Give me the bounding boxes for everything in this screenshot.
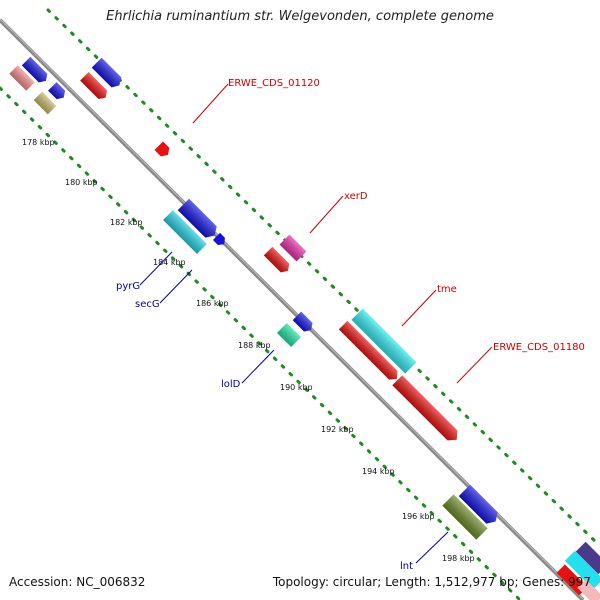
gene-label-xerd[interactable]: xerD <box>344 191 368 202</box>
gene-feature[interactable] <box>21 56 50 85</box>
kbp-tick-label: 188 kbp <box>238 341 271 350</box>
gene-feature[interactable] <box>458 484 501 527</box>
kbp-tick-label: 186 kbp <box>196 299 229 308</box>
gene-label-lold[interactable]: lolD <box>221 379 241 390</box>
kbp-tick-label: 184 kbp <box>153 258 186 267</box>
kbp-tick-labels: 178 kbp 180 kbp 182 kbp 184 kbp 186 kbp … <box>22 138 475 563</box>
gene-feature[interactable] <box>564 550 600 590</box>
gene-feature[interactable] <box>212 232 228 248</box>
gene-feature[interactable] <box>577 579 600 600</box>
gene-feature[interactable] <box>351 308 417 374</box>
gene-feature[interactable] <box>80 72 110 102</box>
callout-lines <box>139 83 493 564</box>
gene-feature[interactable] <box>292 311 316 335</box>
gene-label-erwe-cds-01120[interactable]: ERWE_CDS_01120 <box>228 78 320 89</box>
gene-features <box>9 56 600 600</box>
kbp-tick-label: 180 kbp <box>65 178 98 187</box>
map-title: Ehrlichia ruminantium str. Welgevonden, … <box>106 9 494 24</box>
kbp-tick-label: 196 kbp <box>402 512 435 521</box>
kbp-tick-label: 190 kbp <box>280 383 313 392</box>
tick-track-inner <box>0 86 522 600</box>
kbp-tick-label: 192 kbp <box>321 425 354 434</box>
kbp-tick-label: 182 kbp <box>110 218 143 227</box>
gene-feature[interactable] <box>392 375 461 444</box>
kbp-tick-label: 198 kbp <box>442 554 475 563</box>
kbp-tick-label: 194 kbp <box>362 467 395 476</box>
kbp-tick-label: 178 kbp <box>22 138 55 147</box>
gene-feature[interactable] <box>33 91 57 115</box>
gene-labels: ERWE_CDS_01120 xerD tme ERWE_CDS_01180 p… <box>116 78 585 572</box>
accession-text: Accession: NC_006832 <box>9 575 146 589</box>
gene-label-erwe-cds-01180[interactable]: ERWE_CDS_01180 <box>493 342 585 353</box>
gene-feature[interactable] <box>9 65 35 91</box>
gene-feature[interactable] <box>338 320 401 383</box>
gene-feature[interactable] <box>575 541 600 575</box>
gene-feature[interactable] <box>91 57 125 91</box>
gene-feature[interactable] <box>163 210 207 254</box>
gene-label-lnt[interactable]: lnt <box>400 561 413 572</box>
gene-feature[interactable] <box>154 141 173 160</box>
gene-feature[interactable] <box>442 494 488 540</box>
gene-feature[interactable] <box>276 322 302 348</box>
gene-feature[interactable] <box>279 234 307 262</box>
gene-feature[interactable] <box>263 246 292 275</box>
gene-label-pyrg[interactable]: pyrG <box>116 281 140 292</box>
gene-label-secg[interactable]: secG <box>135 299 160 310</box>
topology-summary: Topology: circular; Length: 1,512,977 bp… <box>272 575 591 589</box>
tick-track-outer <box>46 8 600 548</box>
gene-label-tme[interactable]: tme <box>437 284 457 295</box>
gene-feature[interactable] <box>177 198 220 241</box>
